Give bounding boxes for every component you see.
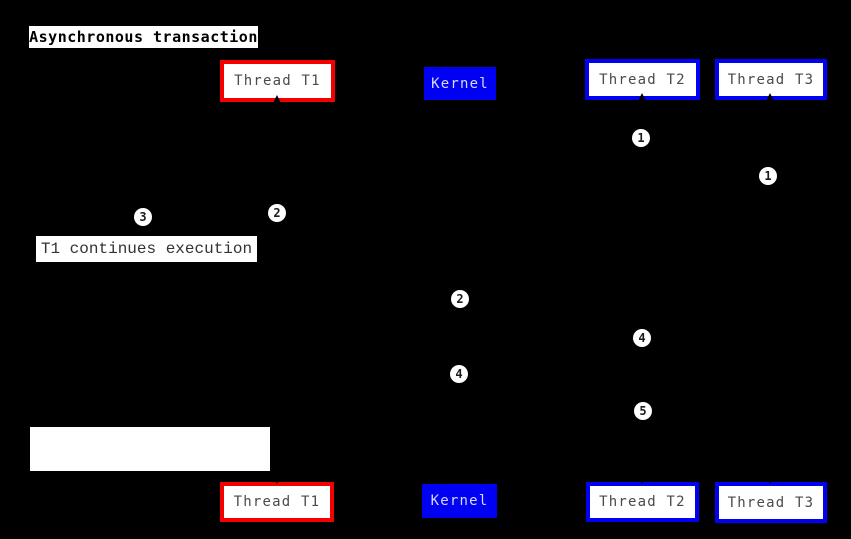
lifeline-end-arrowhead-icon [637, 475, 647, 484]
step-marker: 5 [634, 402, 652, 420]
actor-thread-t3-top: Thread T3 [715, 59, 827, 100]
actor-thread-t2-top-label: Thread T2 [599, 71, 686, 88]
actor-thread-t2-bottom-label: Thread T2 [599, 494, 686, 510]
step-marker: 1 [759, 167, 777, 185]
step-marker-label: 2 [273, 206, 281, 220]
step-marker-label: 2 [456, 292, 464, 306]
diagram-title: Asynchronous transaction [29, 26, 258, 48]
actor-thread-t2-bottom: Thread T2 [586, 482, 699, 522]
step-marker-label: 3 [139, 210, 147, 224]
note-blank [30, 427, 270, 471]
lifeline-thread-t2 [642, 102, 643, 482]
step-marker: 4 [633, 329, 651, 347]
lifeline-start-arrowhead-icon [273, 95, 281, 103]
lifeline-thread-t3 [771, 102, 772, 482]
note-t1-continues: T1 continues execution [36, 236, 257, 262]
actor-kernel-bottom-label: Kernel [430, 493, 489, 509]
lifeline-start-arrowhead-icon [638, 93, 646, 101]
diagram-title-label: Asynchronous transaction [29, 28, 258, 46]
actor-thread-t1-top-label: Thread T1 [234, 73, 321, 89]
step-marker: 2 [451, 290, 469, 308]
actor-kernel-top-label: Kernel [431, 75, 489, 92]
lifeline-start-arrowhead-icon [766, 93, 774, 101]
step-marker-label: 4 [638, 331, 646, 345]
actor-kernel-bottom: Kernel [422, 484, 497, 518]
step-marker-label: 1 [637, 131, 645, 145]
step-marker: 1 [632, 129, 650, 147]
actor-thread-t3-top-label: Thread T3 [727, 71, 815, 88]
step-marker: 2 [268, 204, 286, 222]
lifeline-thread-t1 [277, 102, 278, 482]
lifeline-end-arrowhead-icon [272, 475, 282, 484]
step-marker-label: 1 [764, 169, 772, 183]
step-marker: 4 [450, 365, 468, 383]
actor-thread-t1-bottom: Thread T1 [220, 482, 334, 522]
actor-thread-t3-bottom-label: Thread T3 [727, 494, 815, 511]
step-marker: 3 [134, 208, 152, 226]
actor-thread-t1-bottom-label: Thread T1 [233, 494, 321, 510]
actor-kernel-top: Kernel [424, 67, 496, 100]
actor-thread-t3-bottom: Thread T3 [715, 482, 827, 523]
step-marker-label: 5 [639, 404, 647, 418]
lifeline-end-arrowhead-icon [765, 475, 775, 484]
step-marker-label: 4 [455, 367, 463, 381]
note-t1-continues-label: T1 continues execution [40, 240, 253, 258]
